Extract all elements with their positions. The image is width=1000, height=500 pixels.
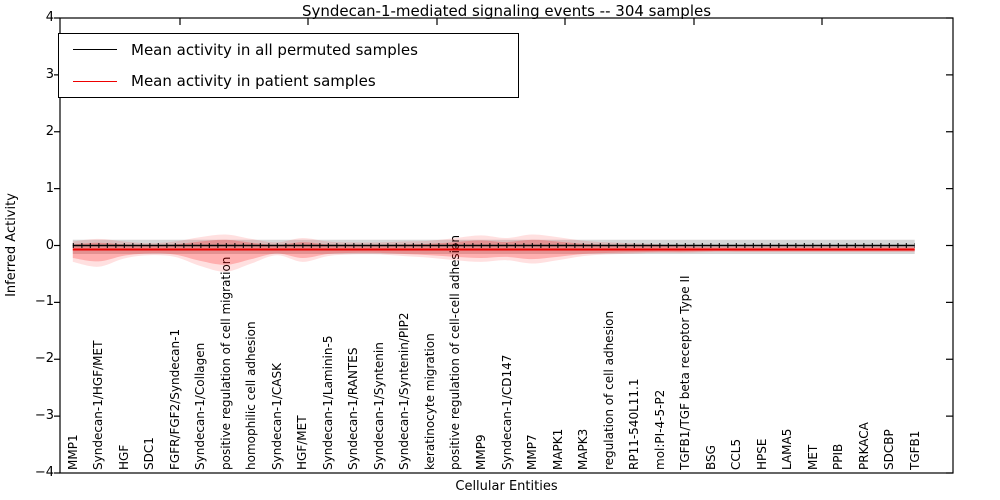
y-tick-label: −2 [34,351,54,367]
legend-item-permuted: Mean activity in all permuted samples [59,34,518,65]
y-tick-label: 1 [45,180,54,196]
chart-title: Syndecan-1-mediated signaling events -- … [301,2,712,20]
x-axis-label: Cellular Entities [455,479,558,494]
legend: Mean activity in all permuted samples Me… [58,33,519,98]
y-tick-label: 3 [45,66,54,82]
permuted-line-sample [73,49,117,51]
y-tick-label: −4 [34,465,54,480]
y-tick-label: 0 [45,237,54,253]
y-tick-label: 2 [45,123,54,139]
legend-label-permuted: Mean activity in all permuted samples [131,40,418,59]
legend-label-patient: Mean activity in patient samples [131,72,376,91]
legend-item-patient: Mean activity in patient samples [59,66,518,97]
y-tick-label: 4 [45,10,54,25]
y-tick-label: −3 [34,408,54,424]
y-tick-label: −1 [34,294,54,310]
patient-line-sample [73,80,117,82]
